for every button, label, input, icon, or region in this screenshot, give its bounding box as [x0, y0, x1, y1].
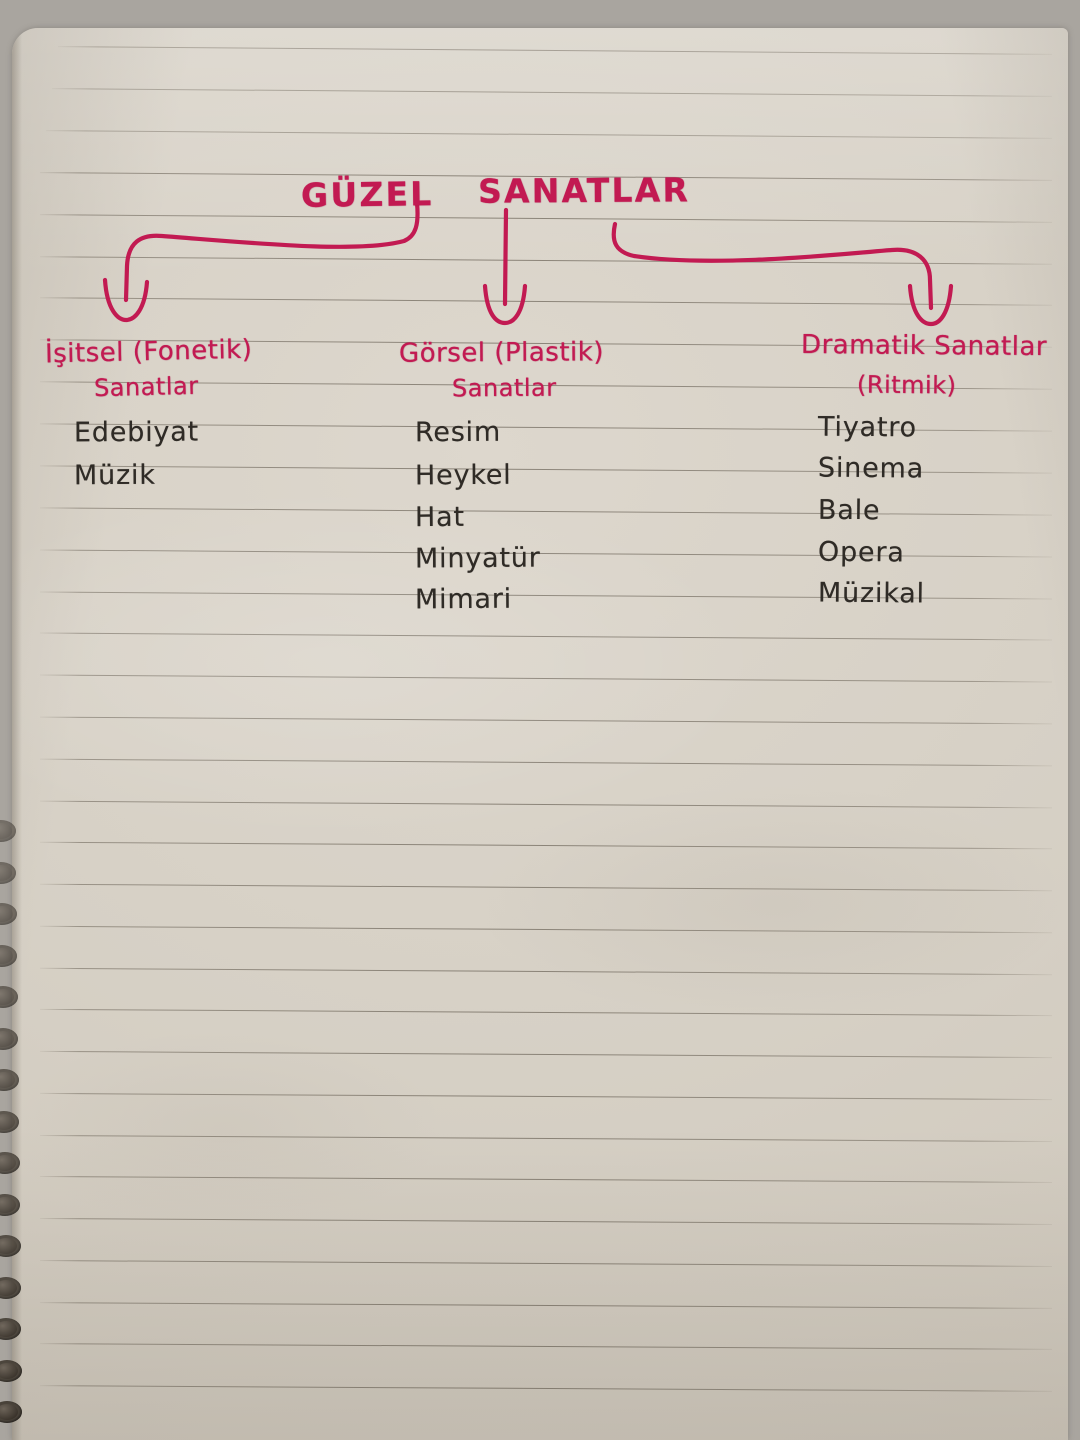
column-2-item-4: Minyatür: [414, 542, 541, 575]
column-3-item-4: Opera: [817, 536, 905, 569]
ruled-lines-layer: [12, 28, 1068, 1440]
spiral-hole: [0, 1110, 20, 1133]
spiral-hole: [0, 1235, 21, 1257]
column-2-heading-line1: Görsel (Plastik): [398, 337, 605, 369]
spiral-hole-inner: [0, 1321, 18, 1337]
spiral-hole: [0, 1069, 19, 1091]
column-2-item-1: Resim: [414, 416, 502, 449]
spiral-hole: [0, 903, 17, 925]
spiral-hole-inner: [0, 1113, 16, 1130]
title-word-sanatlar: SANATLAR: [477, 170, 691, 211]
spiral-hole-inner: [0, 906, 13, 922]
spiral-hole: [0, 986, 18, 1008]
column-2-heading-line2: Sanatlar: [451, 373, 557, 403]
middle-branch-path: [502, 207, 509, 307]
right-arrowhead: [907, 283, 954, 327]
spiral-hole: [0, 1276, 21, 1299]
spiral-hole-inner: [0, 947, 14, 964]
spiral-binding: [0, 820, 34, 1440]
column-1-item-2: Müzik: [73, 459, 156, 492]
spiral-hole: [0, 820, 16, 842]
column-3-item-2: Sinema: [817, 452, 925, 485]
column-2-item-5: Mimari: [414, 583, 513, 616]
column-2-item-2: Heykel: [414, 459, 512, 492]
diagram-arrows: [102, 200, 954, 327]
spiral-hole-inner: [0, 1196, 17, 1213]
spiral-hole: [0, 1359, 22, 1382]
spiral-hole-inner: [0, 864, 13, 881]
column-3-item-1: Tiyatro: [817, 411, 918, 444]
column-3-heading-line2: (Ritmik): [856, 370, 957, 400]
right-branch-path: [611, 221, 934, 311]
column-3-item-3: Bale: [817, 494, 881, 527]
spiral-hole-inner: [0, 1279, 17, 1296]
column-1-item-1: Edebiyat: [73, 416, 200, 449]
title-word-guzel: GÜZEL: [300, 174, 434, 215]
spiral-hole-inner: [0, 1072, 15, 1088]
spiral-hole-inner: [0, 989, 14, 1005]
spiral-hole-inner: [0, 1238, 17, 1254]
spiral-hole-inner: [0, 823, 12, 839]
spiral-hole-inner: [0, 1155, 16, 1171]
column-3-item-5: Müzikal: [817, 577, 926, 610]
column-3-heading-line1: Dramatik Sanatlar: [800, 329, 1048, 363]
spiral-hole: [0, 1152, 20, 1174]
spiral-hole-inner: [0, 1362, 18, 1379]
spiral-hole: [0, 1027, 19, 1050]
paper-shading-mottle: [12, 28, 1068, 1440]
column-1-heading-line2: Sanatlar: [93, 371, 199, 403]
paper-shading-top: [12, 28, 1068, 1440]
spiral-hole: [0, 861, 17, 884]
column-1-heading-line1: İşitsel (Fonetik): [44, 334, 253, 370]
column-2-item-3: Hat: [414, 501, 465, 534]
spiral-hole: [0, 944, 18, 967]
spiral-hole: [0, 1193, 21, 1216]
spiral-hole: [0, 1318, 22, 1340]
spiral-hole: [0, 1401, 22, 1423]
paper-sheet: GÜZEL SANATLAR İşitsel (Fonetik) Sanatla…: [12, 28, 1068, 1440]
left-branch-path: [123, 200, 420, 303]
middle-arrowhead: [482, 283, 528, 326]
spiral-hole-inner: [0, 1404, 18, 1420]
spiral-hole-inner: [0, 1030, 15, 1047]
left-arrowhead: [102, 277, 150, 323]
